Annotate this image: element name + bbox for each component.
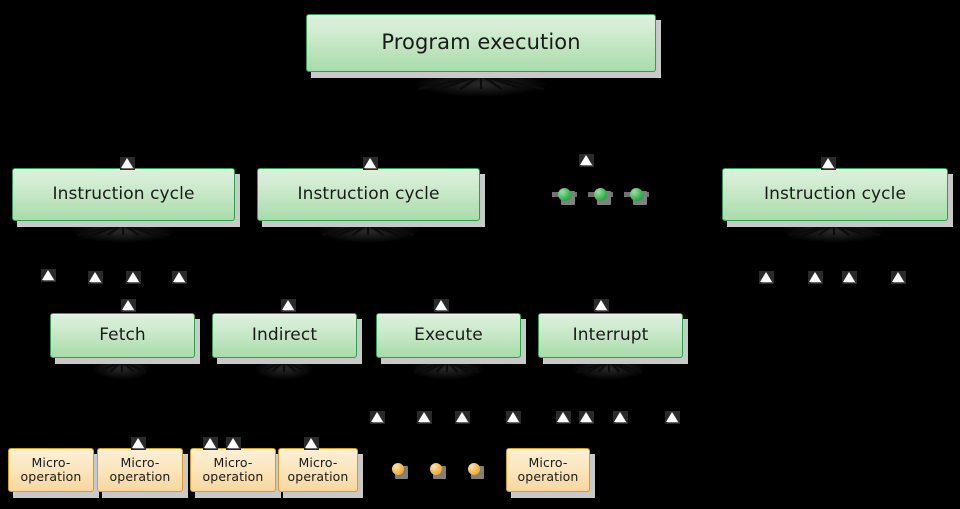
instruction-cycle-node-label: Instruction cycle bbox=[52, 183, 195, 204]
micro-operation-node[interactable]: Micro-operation bbox=[190, 448, 281, 498]
micro-operation-node-face bbox=[278, 448, 358, 492]
instruction-cycle-ellipsis-dot bbox=[552, 188, 577, 205]
arrowhead-icon bbox=[760, 272, 772, 282]
instruction-cycle-ellipsis-dot bbox=[624, 188, 649, 205]
arrowhead-icon bbox=[595, 300, 607, 310]
instruction-cycle-node-face bbox=[12, 168, 235, 221]
arrowhead-icon bbox=[282, 300, 294, 310]
micro-operation-node[interactable]: Micro-operation bbox=[506, 448, 595, 498]
arrowhead-icon bbox=[204, 438, 216, 448]
micro-operation-node[interactable]: Micro-operation bbox=[278, 448, 363, 498]
micro-operation-node-face bbox=[506, 448, 590, 492]
phase-node-label: Fetch bbox=[99, 324, 146, 345]
arrowhead-icon bbox=[614, 412, 626, 422]
program-execution-node[interactable]: Program execution bbox=[306, 14, 661, 78]
instruction-cycle-node[interactable]: Instruction cycle bbox=[722, 168, 953, 227]
micro-operation-node[interactable]: Micro-operation bbox=[97, 448, 188, 498]
arrowhead-icon bbox=[89, 272, 101, 282]
phase-node[interactable]: Fetch bbox=[50, 313, 200, 364]
micro-operation-ellipsis-dot bbox=[430, 463, 446, 479]
instruction-cycle-ellipsis-dot bbox=[588, 188, 613, 205]
micro-operation-ellipsis-dot bbox=[468, 463, 484, 479]
micro-operation-node-face bbox=[8, 448, 94, 492]
arrowhead-icon bbox=[132, 438, 144, 448]
phase-node-face bbox=[538, 313, 683, 358]
micro-operation-node-label: Micro-operation bbox=[202, 454, 264, 484]
arrowhead-icon bbox=[892, 272, 904, 282]
instruction-cycle-node-face bbox=[722, 168, 948, 221]
arrowhead-icon bbox=[822, 158, 834, 168]
micro-operation-node-label: Micro-operation bbox=[287, 454, 349, 484]
arrowhead-icon bbox=[580, 412, 592, 422]
phase-node-face bbox=[376, 313, 521, 358]
arrowhead-icon bbox=[364, 158, 376, 168]
arrowhead-icon bbox=[507, 412, 519, 422]
phase-node-label: Interrupt bbox=[572, 324, 649, 345]
micro-operation-node-label: Micro-operation bbox=[517, 454, 579, 484]
micro-operation-node[interactable]: Micro-operation bbox=[8, 448, 99, 498]
arrowhead-icon bbox=[42, 270, 54, 280]
program-execution-node-label: Program execution bbox=[381, 30, 581, 55]
micro-operation-node-label: Micro-operation bbox=[109, 454, 171, 484]
phase-node[interactable]: Interrupt bbox=[538, 313, 688, 364]
instruction-cycle-node-face bbox=[257, 168, 480, 221]
arrowhead-icon bbox=[435, 300, 447, 310]
arrowhead-icon bbox=[456, 412, 468, 422]
arrowhead-icon bbox=[121, 158, 133, 168]
phase-node[interactable]: Execute bbox=[376, 313, 526, 364]
instruction-cycle-node[interactable]: Instruction cycle bbox=[12, 168, 240, 227]
arrowhead-icon bbox=[580, 155, 592, 165]
instruction-cycle-node[interactable]: Instruction cycle bbox=[257, 168, 485, 227]
program-execution-node-face bbox=[306, 14, 656, 72]
arrowhead-icon bbox=[127, 272, 139, 282]
arrowhead-icon bbox=[227, 438, 239, 448]
arrowhead-icon bbox=[843, 272, 855, 282]
phase-node-face bbox=[212, 313, 357, 358]
phase-node-face bbox=[50, 313, 195, 358]
phase-node-label: Indirect bbox=[251, 324, 318, 345]
micro-operation-ellipsis-dot bbox=[392, 463, 408, 479]
instruction-cycle-node-label: Instruction cycle bbox=[763, 183, 907, 204]
phase-node[interactable]: Indirect bbox=[212, 313, 362, 364]
micro-operation-node-label: Micro-operation bbox=[20, 454, 82, 484]
phase-node-label: Execute bbox=[414, 324, 483, 345]
micro-operation-node-face bbox=[190, 448, 276, 492]
arrowhead-icon bbox=[122, 300, 134, 310]
arrowhead-icon bbox=[305, 438, 317, 448]
arrowhead-icon bbox=[557, 412, 569, 422]
arrowhead-icon bbox=[809, 272, 821, 282]
arrowhead-icon bbox=[371, 412, 383, 422]
arrowhead-icon bbox=[666, 412, 678, 422]
arrowhead-icon bbox=[418, 412, 430, 422]
instruction-cycle-node-label: Instruction cycle bbox=[297, 183, 440, 204]
arrowhead-icon bbox=[173, 272, 185, 282]
